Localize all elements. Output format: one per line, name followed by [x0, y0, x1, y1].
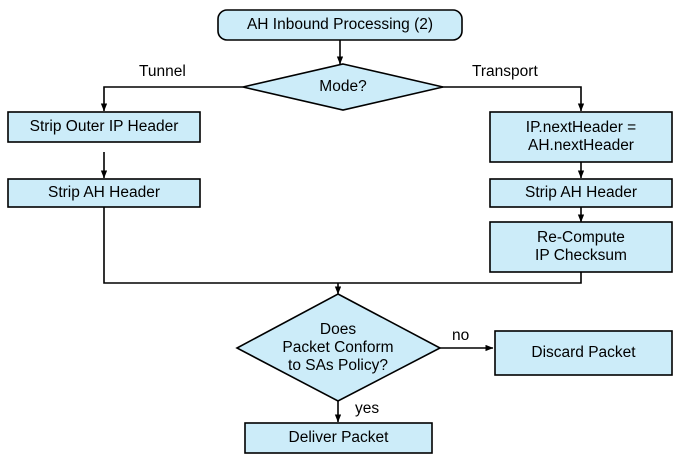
node-shape-set-next-header	[489, 111, 673, 163]
node-shape-deliver-packet	[244, 422, 433, 454]
node-shape-strip-ah-header-tunnel	[7, 178, 201, 208]
edge-tunnel-merge	[103, 206, 338, 284]
node-shape-recompute-checksum	[489, 221, 673, 273]
edge-label-no: no	[452, 327, 470, 344]
node-shape-strip-ah-header-transport	[489, 178, 673, 208]
node-shape-conform-decision	[235, 293, 442, 402]
edge-label-tunnel: Tunnel	[139, 63, 186, 80]
node-shape-discard-packet	[494, 330, 673, 376]
node-shape-start	[217, 9, 463, 41]
edge-transport-merge	[338, 272, 582, 284]
node-shape-mode-decision	[242, 63, 444, 111]
edge-mode-tunnel	[100, 86, 243, 112]
node-shape-strip-outer-ip-header	[7, 111, 201, 143]
edge-mode-transport	[442, 86, 585, 112]
edge-label-yes: yes	[355, 400, 380, 417]
edge-label-transport: Transport	[472, 63, 538, 80]
